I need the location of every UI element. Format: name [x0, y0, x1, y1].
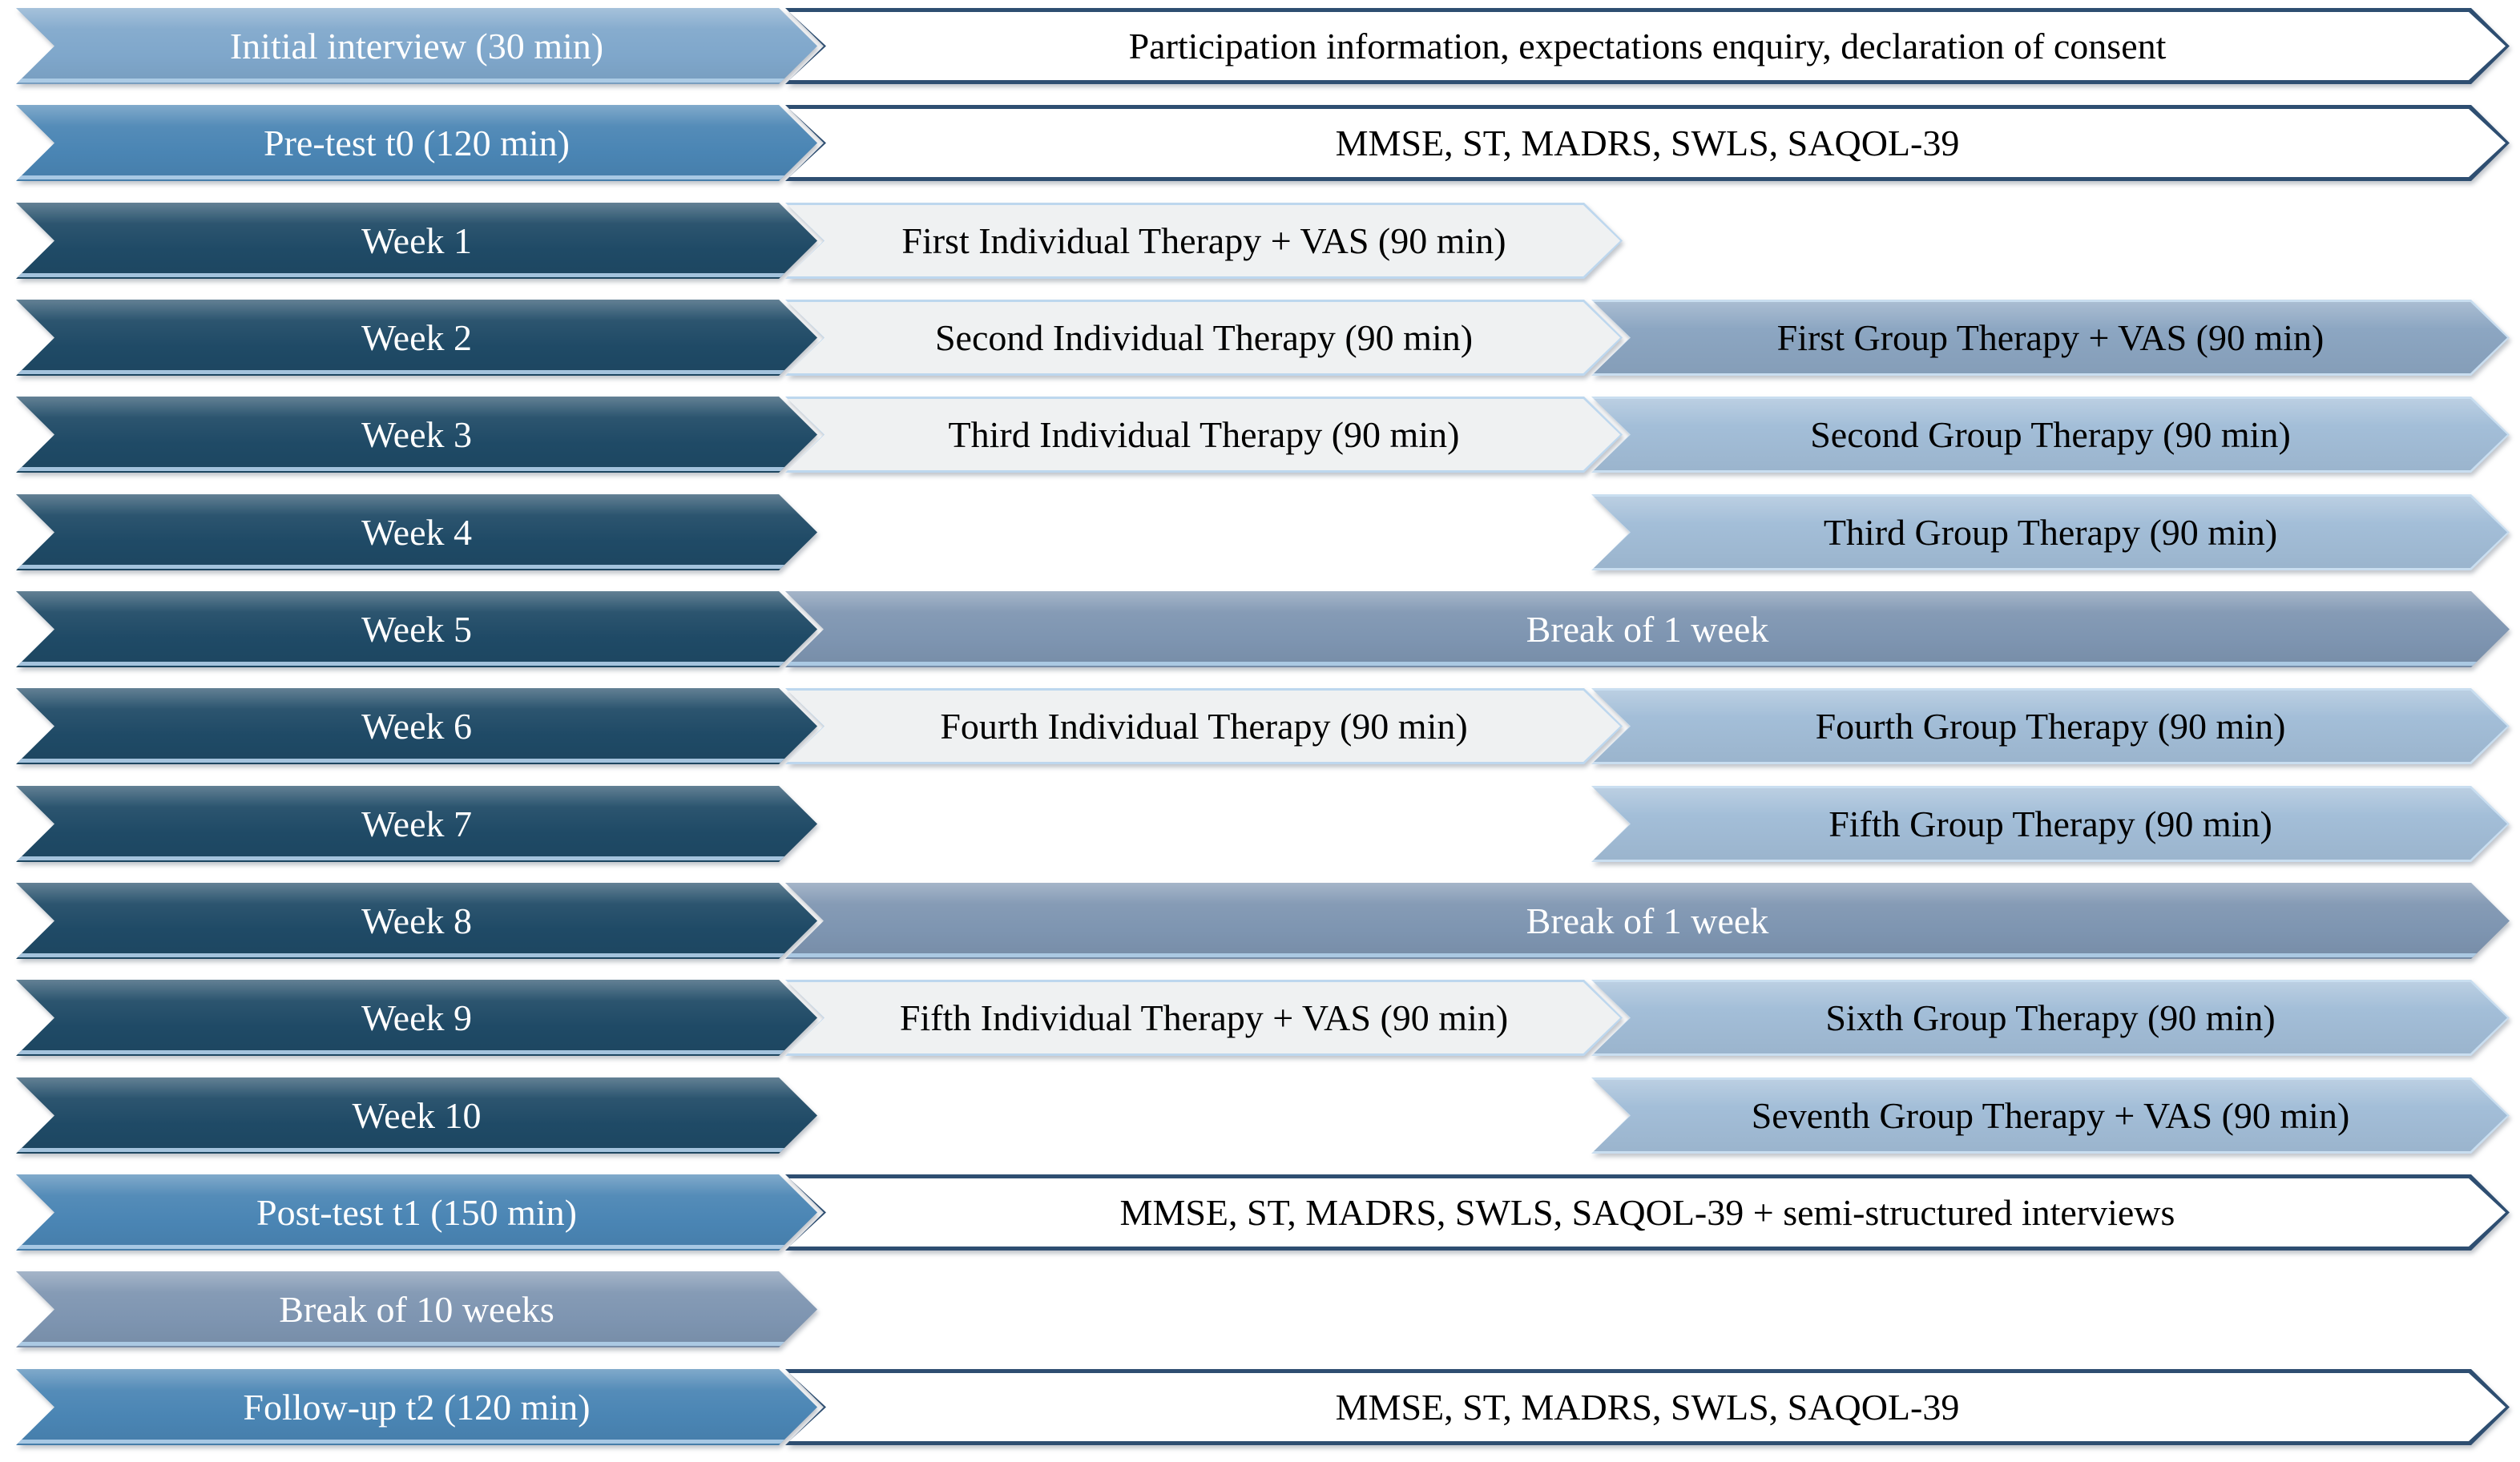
timeline-row: Week 8 Break of 1 week	[0, 883, 2520, 959]
arrow-label: Seventh Group Therapy + VAS (90 min)	[1751, 1094, 2350, 1136]
arrow-face	[1594, 1080, 2507, 1151]
arrow-week-4: Week 4	[16, 494, 817, 570]
arrow-week-7: Week 7	[16, 786, 817, 862]
timeline-row: Post-test t1 (150 min) MMSE, ST, MADRS, …	[0, 1174, 2520, 1251]
arrow-label: Week 6	[361, 705, 473, 747]
arrow-label: First Individual Therapy + VAS (90 min)	[901, 220, 1506, 261]
timeline-row: Week 7 Fifth Group Therapy (90 min)	[0, 786, 2520, 862]
timeline-row: Break of 10 weeks	[0, 1271, 2520, 1347]
arrow-face	[1594, 691, 2507, 762]
timeline-row: Week 10 Seventh Group Therapy + VAS (90 …	[0, 1077, 2520, 1154]
arrow-label: Post-test t1 (150 min)	[256, 1191, 577, 1233]
arrow-label: Sixth Group Therapy (90 min)	[1825, 997, 2276, 1038]
arrow-label: Initial interview (30 min)	[229, 25, 604, 66]
arrow-post-test: Post-test t1 (150 min)	[16, 1174, 817, 1251]
arrow-label: Week 5	[361, 608, 473, 650]
arrow-label: Fifth Individual Therapy + VAS (90 min)	[899, 997, 1509, 1038]
timeline-row: Week 2 Second Individual Therapy (90 min…	[0, 300, 2520, 376]
timeline-row: Week 5 Break of 1 week	[0, 591, 2520, 667]
arrow-group-therapy-6: Sixth Group Therapy (90 min)	[1591, 980, 2510, 1056]
arrow-label: Participation information, expectations …	[1128, 25, 2167, 66]
arrow-group-therapy-5: Fifth Group Therapy (90 min)	[1591, 786, 2510, 862]
arrow-label: Week 3	[361, 413, 473, 455]
arrow-face	[1594, 302, 2507, 373]
arrow-label: Fourth Group Therapy (90 min)	[1815, 705, 2286, 747]
arrow-face	[788, 205, 1620, 276]
arrow-face	[788, 399, 1620, 470]
arrow-week-6: Week 6	[16, 688, 817, 764]
timeline-row: Week 6 Fourth Individual Therapy (90 min…	[0, 688, 2520, 764]
arrow-label: Third Group Therapy (90 min)	[1823, 511, 2278, 553]
timeline-row: Initial interview (30 min) Participation…	[0, 8, 2520, 84]
timeline-row: Follow-up t2 (120 min) MMSE, ST, MADRS, …	[0, 1369, 2520, 1445]
arrow-week-5: Week 5	[16, 591, 817, 667]
arrow-label: MMSE, ST, MADRS, SWLS, SAQOL-39	[1335, 1386, 1960, 1428]
arrow-pretest-measures: MMSE, ST, MADRS, SWLS, SAQOL-39	[785, 105, 2510, 181]
arrow-week-10: Week 10	[16, 1077, 817, 1154]
arrow-label: Week 8	[361, 900, 473, 941]
timeline-row: Pre-test t0 (120 min) MMSE, ST, MADRS, S…	[0, 105, 2520, 181]
arrow-break-week-8: Break of 1 week	[785, 883, 2510, 959]
arrow-break-10-weeks: Break of 10 weeks	[16, 1271, 817, 1347]
arrow-individual-therapy-1: First Individual Therapy + VAS (90 min)	[785, 203, 1623, 279]
arrow-face	[789, 109, 2506, 177]
arrow-week-9: Week 9	[16, 980, 817, 1056]
arrow-individual-therapy-4: Fourth Individual Therapy (90 min)	[785, 688, 1623, 764]
arrow-face	[789, 12, 2506, 80]
arrow-group-therapy-1: First Group Therapy + VAS (90 min)	[1591, 300, 2510, 376]
arrow-week-1: Week 1	[16, 203, 817, 279]
arrow-label: Pre-test t0 (120 min)	[264, 122, 570, 163]
arrow-label: Week 1	[361, 220, 473, 261]
arrow-week-2: Week 2	[16, 300, 817, 376]
arrow-label: Third Individual Therapy (90 min)	[948, 413, 1460, 455]
arrow-face	[788, 691, 1620, 762]
arrow-face	[788, 302, 1620, 373]
arrow-label: Follow-up t2 (120 min)	[243, 1386, 591, 1428]
timeline-row: Week 4 Third Group Therapy (90 min)	[0, 494, 2520, 570]
arrow-label: First Group Therapy + VAS (90 min)	[1776, 316, 2324, 358]
arrow-group-therapy-3: Third Group Therapy (90 min)	[1591, 494, 2510, 570]
timeline-row: Week 9 Fifth Individual Therapy + VAS (9…	[0, 980, 2520, 1056]
arrow-label: Break of 1 week	[1526, 900, 1769, 941]
timeline-row: Week 3 Third Individual Therapy (90 min)…	[0, 397, 2520, 473]
arrow-label: Week 2	[361, 316, 473, 358]
arrow-face	[788, 982, 1620, 1053]
arrow-label: Week 10	[352, 1094, 482, 1136]
arrow-label: MMSE, ST, MADRS, SWLS, SAQOL-39 + semi-s…	[1119, 1191, 2175, 1233]
arrow-week-8: Week 8	[16, 883, 817, 959]
arrow-group-therapy-2: Second Group Therapy (90 min)	[1591, 397, 2510, 473]
arrow-label: Second Individual Therapy (90 min)	[934, 316, 1474, 358]
arrow-followup-measures: MMSE, ST, MADRS, SWLS, SAQOL-39	[785, 1369, 2510, 1445]
arrow-label: Week 7	[361, 803, 473, 844]
arrow-label: Second Group Therapy (90 min)	[1810, 413, 2291, 455]
arrow-face	[1594, 497, 2507, 568]
arrow-label: Week 4	[361, 511, 473, 553]
arrow-label: Week 9	[361, 997, 473, 1038]
arrow-face	[1594, 982, 2507, 1053]
arrow-group-therapy-7: Seventh Group Therapy + VAS (90 min)	[1591, 1077, 2510, 1154]
timeline-row: Week 1 First Individual Therapy + VAS (9…	[0, 203, 2520, 279]
arrow-label: MMSE, ST, MADRS, SWLS, SAQOL-39	[1335, 122, 1960, 163]
arrow-break-week-5: Break of 1 week	[785, 591, 2510, 667]
arrow-follow-up: Follow-up t2 (120 min)	[16, 1369, 817, 1445]
arrow-week-3: Week 3	[16, 397, 817, 473]
arrow-individual-therapy-5: Fifth Individual Therapy + VAS (90 min)	[785, 980, 1623, 1056]
arrow-individual-therapy-2: Second Individual Therapy (90 min)	[785, 300, 1623, 376]
arrow-pre-test: Pre-test t0 (120 min)	[16, 105, 817, 181]
arrow-face	[1594, 788, 2507, 860]
arrow-posttest-measures: MMSE, ST, MADRS, SWLS, SAQOL-39 + semi-s…	[785, 1174, 2510, 1251]
arrow-label: Fifth Group Therapy (90 min)	[1829, 803, 2272, 844]
arrow-group-therapy-4: Fourth Group Therapy (90 min)	[1591, 688, 2510, 764]
arrow-face	[789, 1373, 2506, 1441]
arrow-label: Break of 10 weeks	[279, 1288, 554, 1330]
arrow-label: Fourth Individual Therapy (90 min)	[940, 705, 1468, 747]
arrow-face	[1594, 399, 2507, 470]
arrow-label: Break of 1 week	[1526, 608, 1769, 650]
arrow-individual-therapy-3: Third Individual Therapy (90 min)	[785, 397, 1623, 473]
arrow-initial-interview: Initial interview (30 min)	[16, 8, 817, 84]
arrow-face	[789, 1178, 2506, 1247]
arrow-consent-information: Participation information, expectations …	[785, 8, 2510, 84]
